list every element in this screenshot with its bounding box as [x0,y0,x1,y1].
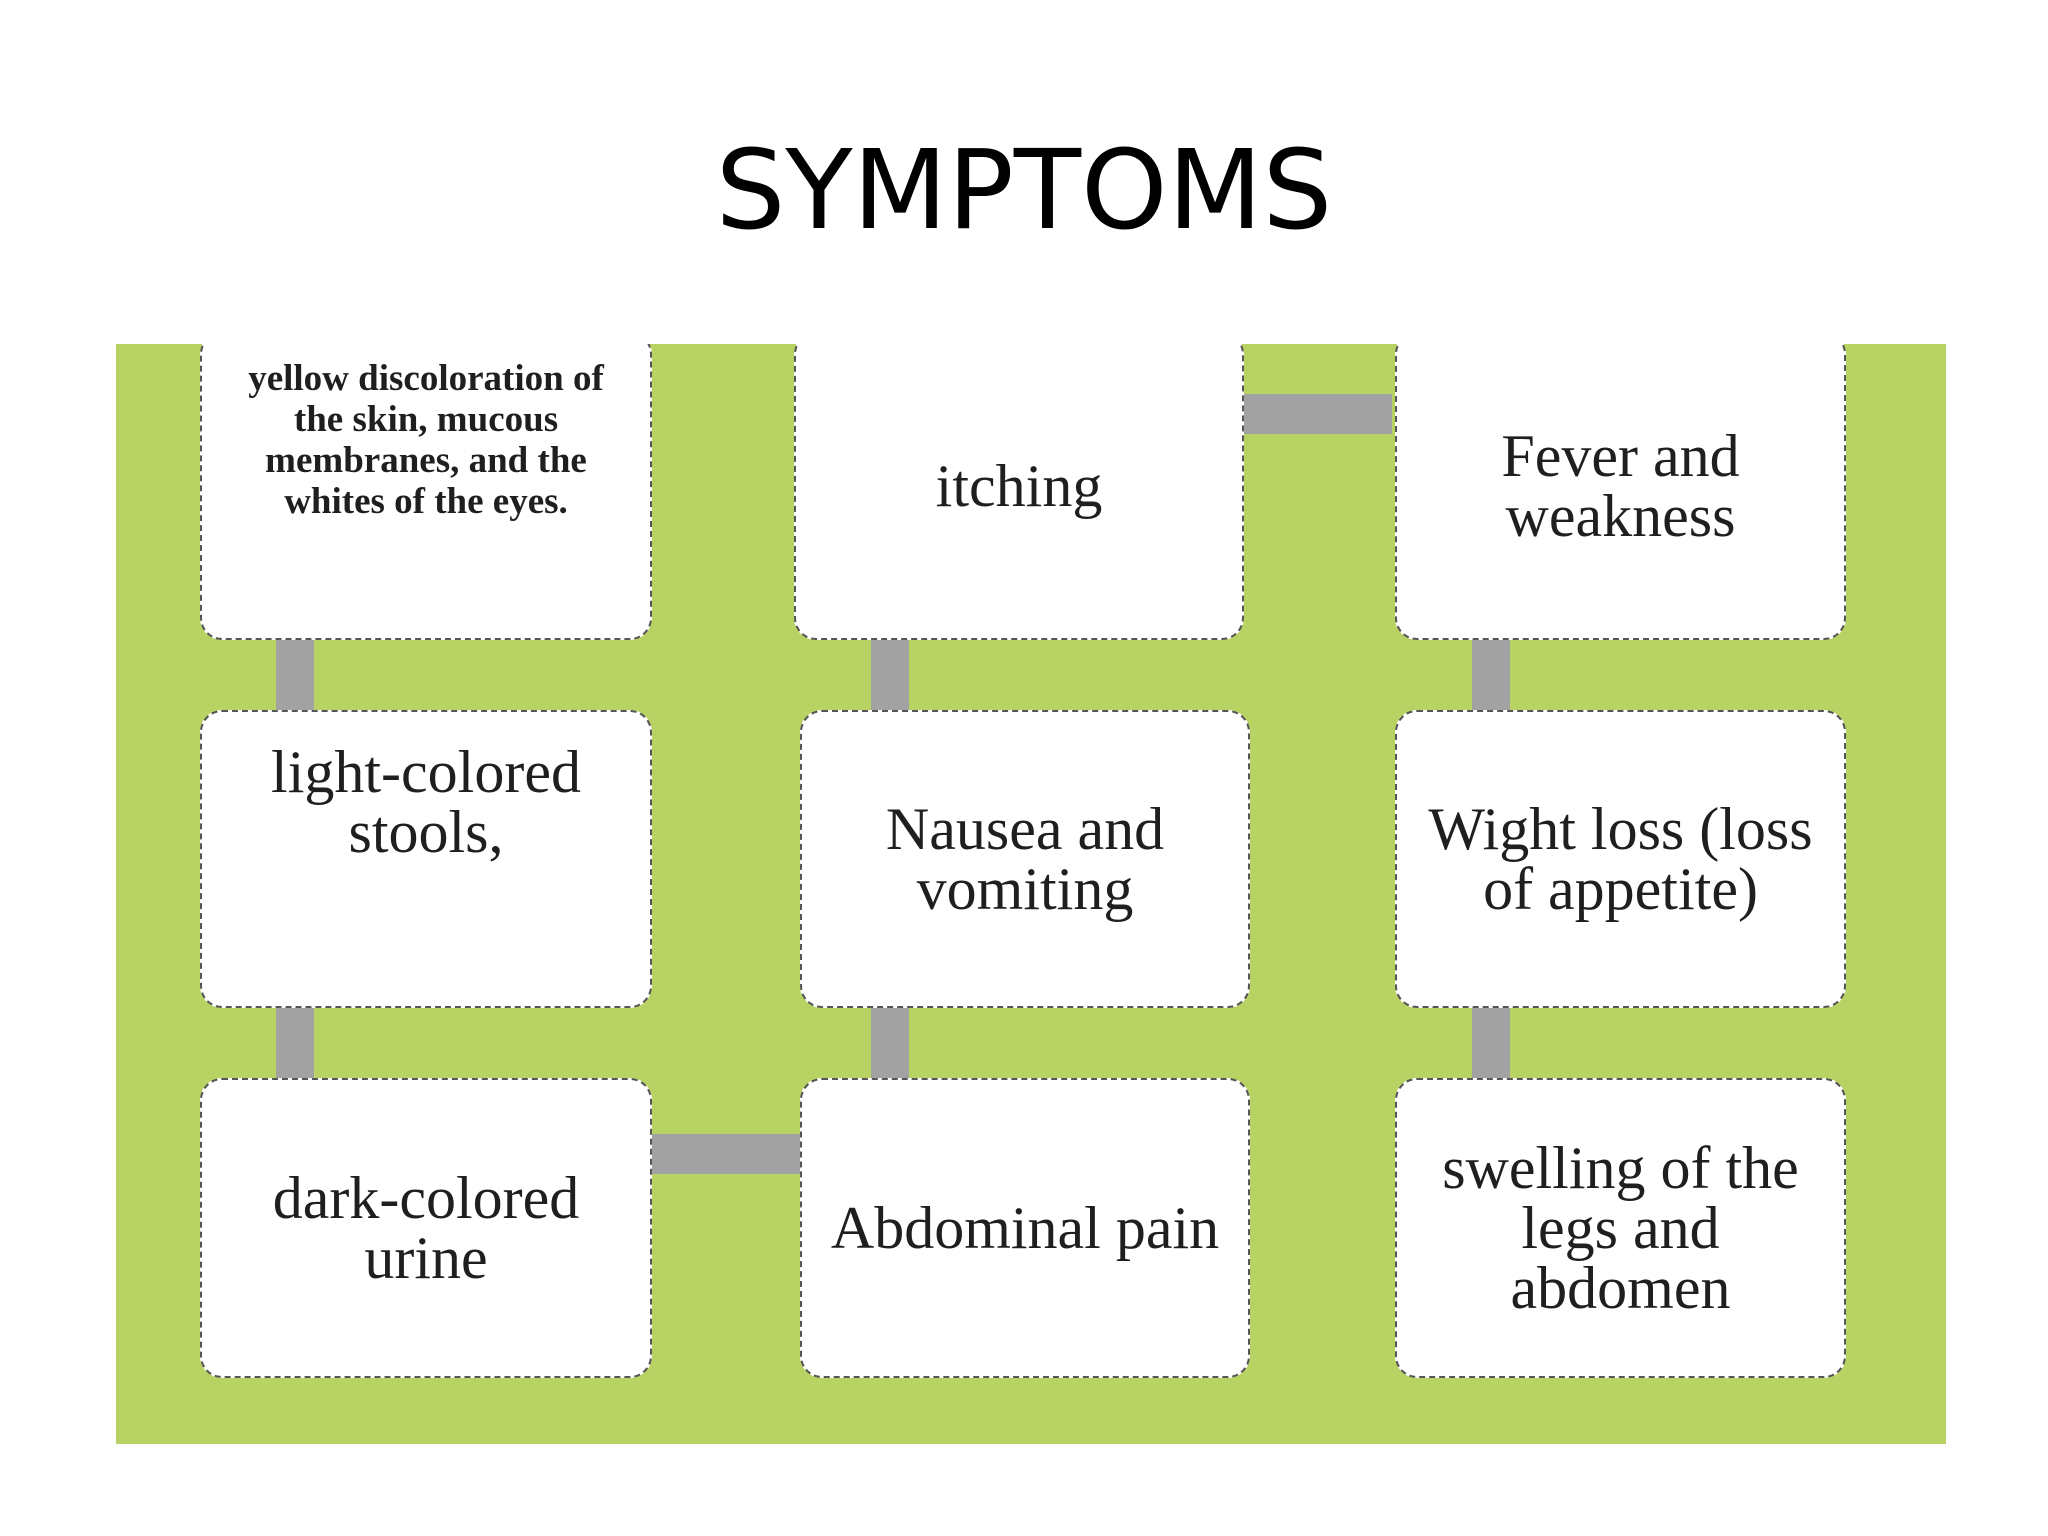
diagram-panel: yellow discoloration of the skin, mucous… [116,344,1946,1444]
symptom-box-jaundice: yellow discoloration of the skin, mucous… [200,344,652,640]
symptom-label: dark-colored urine [272,1165,580,1291]
symptom-label: Wight loss (loss of appetite) [1428,796,1813,922]
symptom-box-itching: itching [794,344,1244,640]
connector-itching-fever [1240,394,1392,434]
symptom-box-weight-loss: Wight loss (loss of appetite) [1395,710,1846,1008]
symptom-label: Fever and weakness [1501,423,1740,549]
symptom-label: yellow discoloration of the skin, mucous… [248,358,604,522]
symptom-label: Abdominal pain [830,1195,1220,1261]
symptom-box-abdominal-pain: Abdominal pain [800,1078,1250,1378]
connector-urine-abdominal [651,1134,803,1174]
symptom-label: Nausea and vomiting [885,796,1165,922]
connector-fever-weightloss [1472,636,1510,714]
symptom-label: itching [935,453,1103,519]
slide-title: SYMPTOMS [715,126,1333,254]
symptom-label: swelling of the legs and abdomen [1442,1135,1799,1321]
symptom-box-fever: Fever and weakness [1395,344,1846,640]
symptom-box-stools: light-colored stools, [200,710,652,1008]
connector-jaundice-stools [276,636,314,714]
connector-itching-nausea [871,636,909,714]
symptom-box-urine: dark-colored urine [200,1078,652,1378]
connector-nausea-abdominal [871,1004,909,1082]
connector-weightloss-swelling [1472,1004,1510,1082]
symptom-label: light-colored stools, [271,739,581,865]
symptom-box-swelling: swelling of the legs and abdomen [1395,1078,1846,1378]
connector-stools-urine [276,1004,314,1082]
symptom-box-nausea: Nausea and vomiting [800,710,1250,1008]
